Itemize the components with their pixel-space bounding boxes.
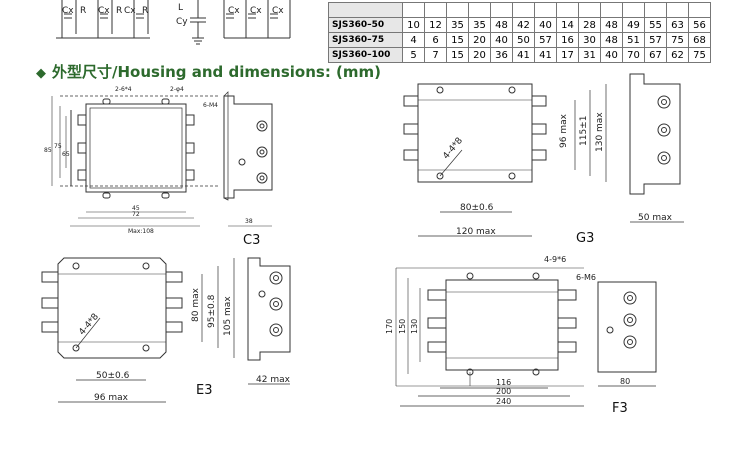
circuit-label-cx5: Cx <box>250 6 262 16</box>
g3-dim-w2: 120 max <box>456 227 496 237</box>
g3-side-depth: 50 max <box>638 213 673 223</box>
c3-screw-label: 6-M4 <box>203 102 218 109</box>
spec-value-cell: 56 <box>688 17 711 33</box>
circuit-label-r2: R <box>116 6 122 16</box>
spec-model-cell: SJS360–50 <box>328 17 403 33</box>
f3-front-view <box>395 267 584 407</box>
circuit-label-cy: Cy <box>176 17 188 27</box>
section-heading: ◆ 外型尺寸/Housing and dimensions: (mm) <box>36 61 381 82</box>
g3-dim-h2: 115±1 <box>579 116 589 146</box>
circuit-label-l: L <box>178 3 183 13</box>
f3-side-depth: 80 <box>620 377 630 386</box>
spec-value-cell: 7 <box>424 47 447 63</box>
spec-value-cell: 68 <box>688 32 711 48</box>
g3-hole-label: 4-4*8 <box>441 136 465 162</box>
spec-model-cell: SJS360–75 <box>328 32 403 48</box>
g3-dim-h1: 96 max <box>559 113 569 148</box>
spec-value-cell: 70 <box>622 47 645 63</box>
f3-dim-h3: 130 <box>410 319 419 334</box>
e3-dim-h1: 80 max <box>191 287 201 322</box>
e3-side-depth: 42 max <box>256 375 291 385</box>
g3-dim-h3: 130 max <box>595 112 605 152</box>
circuit-label-cx2: Cx <box>98 6 110 16</box>
f3-screw-label: 6-M6 <box>576 273 596 282</box>
c3-front-view <box>51 95 220 227</box>
circuit-label-r3: R <box>142 6 148 16</box>
g3-front-view <box>403 83 607 237</box>
e3-caption: E3 <box>196 383 213 398</box>
spec-model-cell <box>328 2 403 18</box>
c3-caption: C3 <box>243 233 260 248</box>
c3-side-view <box>223 91 273 227</box>
c3-dim-h2: 75 <box>54 143 62 150</box>
f3-dim-w2: 200 <box>496 387 511 396</box>
e3-side-view <box>247 257 291 385</box>
e3-dim-w2: 96 max <box>94 393 129 403</box>
f3-dim-w3: 240 <box>496 397 511 406</box>
c3-dim-w3: Max:108 <box>128 228 154 235</box>
c3-dim-h1: 85 <box>44 147 52 154</box>
f3-side-view <box>597 281 657 387</box>
heading-text: 外型尺寸/Housing and dimensions: (mm) <box>52 63 382 81</box>
circuit-label-cx1: Cx <box>62 6 74 16</box>
f3-dim-h1: 170 <box>385 319 394 334</box>
f3-dim-w1: 116 <box>496 378 511 387</box>
c3-hole-label-1: 2-6*4 <box>115 86 132 93</box>
spec-table: 1012353548424014284849556356SJS360–50101… <box>328 2 711 63</box>
spec-value-cell: 75 <box>688 47 711 63</box>
c3-dim-w1: 45 <box>132 205 140 212</box>
f3-hole-label: 4-9*6 <box>544 255 566 264</box>
circuit-schematic <box>56 0 291 45</box>
e3-front-view <box>41 257 235 403</box>
spec-value-cell: 5 <box>402 47 425 63</box>
f3-caption: F3 <box>612 401 628 416</box>
circuit-label-r1: R <box>80 6 86 16</box>
c3-dim-h3: 65 <box>62 151 70 158</box>
c3-hole-label-2: 2-φ4 <box>170 86 184 93</box>
circuit-label-cx3: Cx <box>124 6 136 16</box>
e3-dim-h3: 105 max <box>223 296 233 336</box>
e3-hole-label: 4-4*8 <box>77 312 101 338</box>
c3-side-depth: 38 <box>245 218 253 225</box>
diamond-icon: ◆ <box>36 66 46 81</box>
e3-dim-h2: 95±0.8 <box>207 294 217 328</box>
g3-side-view <box>629 73 684 223</box>
circuit-label-cx6: Cx <box>272 6 284 16</box>
f3-dim-h2: 150 <box>398 319 407 334</box>
c3-dim-w2: 72 <box>132 211 140 218</box>
circuit-label-cx4: Cx <box>228 6 240 16</box>
e3-dim-w1: 50±0.6 <box>96 371 130 381</box>
g3-dim-w1: 80±0.6 <box>460 203 494 213</box>
g3-caption: G3 <box>576 231 594 246</box>
spec-model-cell: SJS360–100 <box>328 47 403 63</box>
